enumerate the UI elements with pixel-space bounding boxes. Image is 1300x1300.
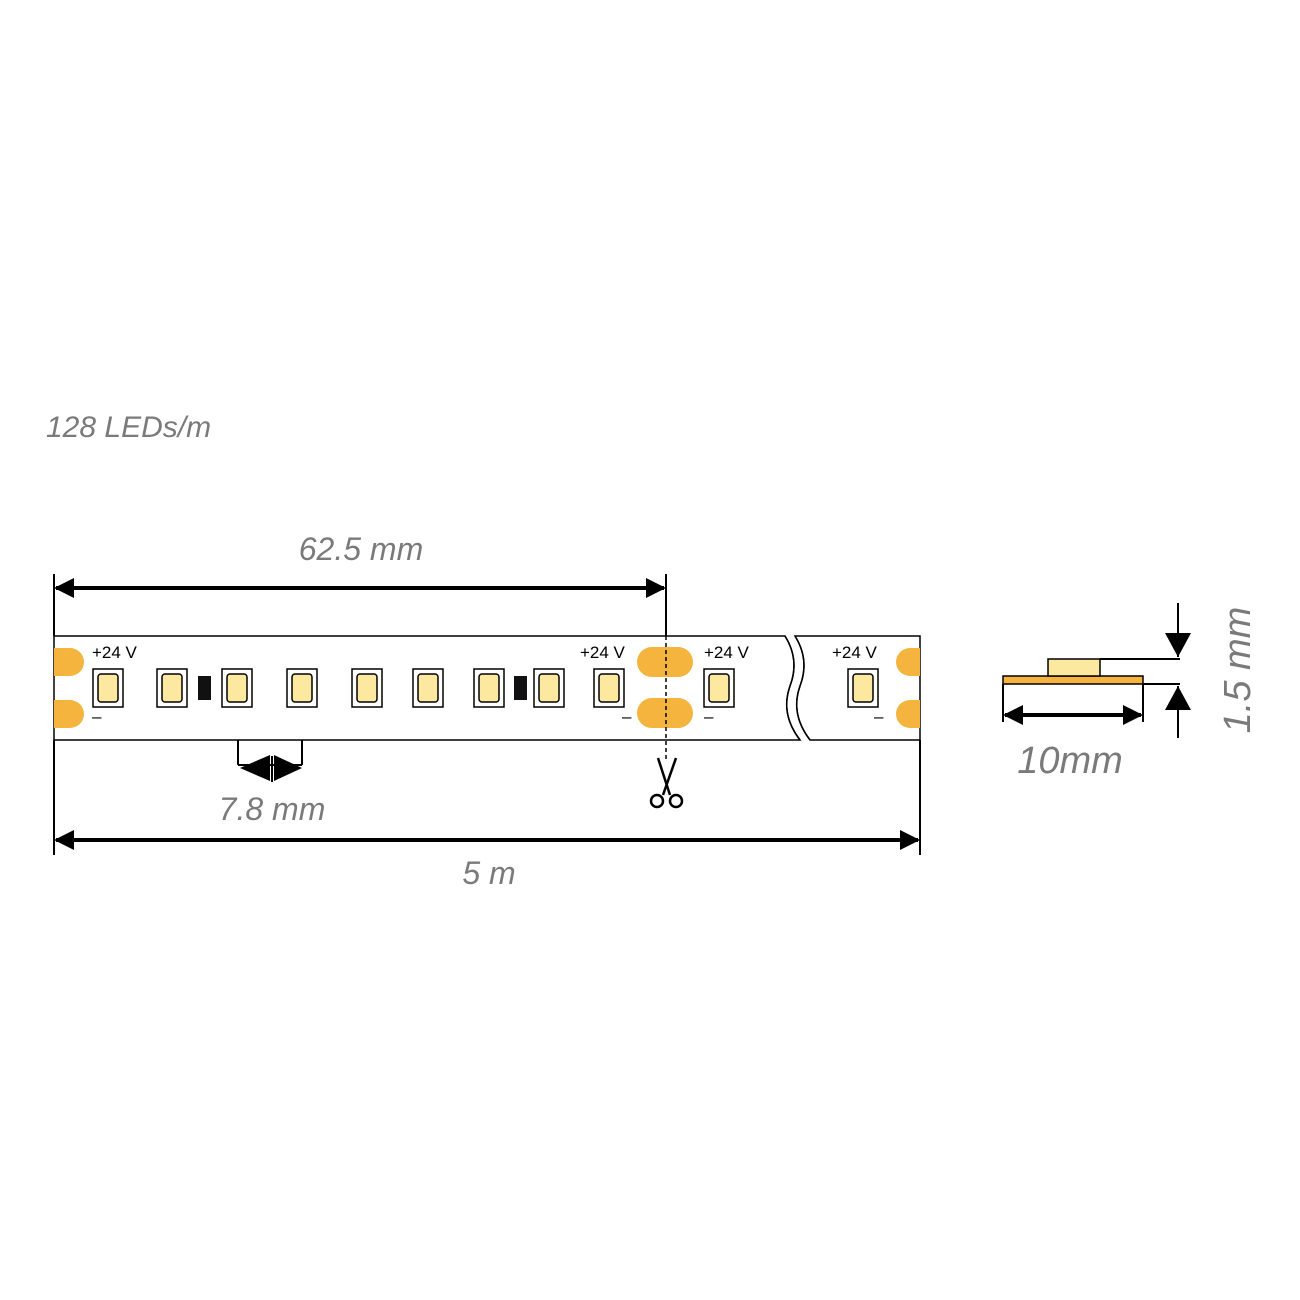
led-chip — [412, 668, 444, 708]
segment-length-label: 62.5 mm — [299, 531, 423, 567]
led-strip: +24 V – +24 V – +24 V – +24 V – — [53, 635, 921, 741]
led-chip — [286, 668, 318, 708]
led-chip — [221, 668, 253, 708]
strip-profile — [1002, 675, 1144, 685]
segment-dimension: 62.5 mm — [53, 531, 667, 636]
solder-pad — [54, 700, 84, 728]
pad-positive-label: +24 V — [704, 643, 750, 662]
pitch-dimension: 7.8 mm — [219, 740, 326, 827]
pitch-label: 7.8 mm — [219, 791, 326, 827]
solder-pad — [896, 700, 920, 728]
led-chip — [92, 668, 124, 708]
solder-pad — [637, 698, 693, 728]
dimension-arrow-icon — [274, 755, 302, 781]
total-length-dimension: 5 m — [53, 740, 921, 891]
led-chip — [533, 668, 565, 708]
density-label: 128 LEDs/m — [46, 411, 211, 444]
cross-section: 10mm 1.5 mm — [1002, 603, 1259, 782]
dimension-arrow-icon — [1165, 686, 1191, 710]
led-chip — [847, 668, 879, 708]
pad-negative-label: – — [92, 707, 102, 726]
pad-positive-label: +24 V — [580, 643, 626, 662]
led-chip — [593, 668, 625, 708]
scissors-icon — [649, 757, 684, 809]
height-label: 1.5 mm — [1217, 607, 1259, 734]
led-profile — [1047, 658, 1101, 677]
pad-negative-label: – — [622, 707, 632, 726]
dimension-arrow-icon — [1165, 633, 1191, 657]
solder-pad — [54, 648, 84, 676]
led-chip — [351, 668, 383, 708]
pad-negative-label: – — [874, 707, 884, 726]
resistor — [514, 676, 527, 700]
dimension-arrow-icon — [240, 755, 270, 781]
led-chip — [473, 668, 505, 708]
resistor — [198, 676, 211, 700]
solder-pad — [896, 648, 920, 676]
solder-pad — [637, 647, 693, 677]
led-chip — [156, 668, 188, 708]
pad-positive-label: +24 V — [92, 643, 138, 662]
led-chip — [703, 668, 735, 708]
width-label: 10mm — [1017, 740, 1123, 782]
pad-negative-label: – — [704, 707, 714, 726]
pad-positive-label: +24 V — [832, 643, 878, 662]
total-length-label: 5 m — [462, 855, 515, 891]
